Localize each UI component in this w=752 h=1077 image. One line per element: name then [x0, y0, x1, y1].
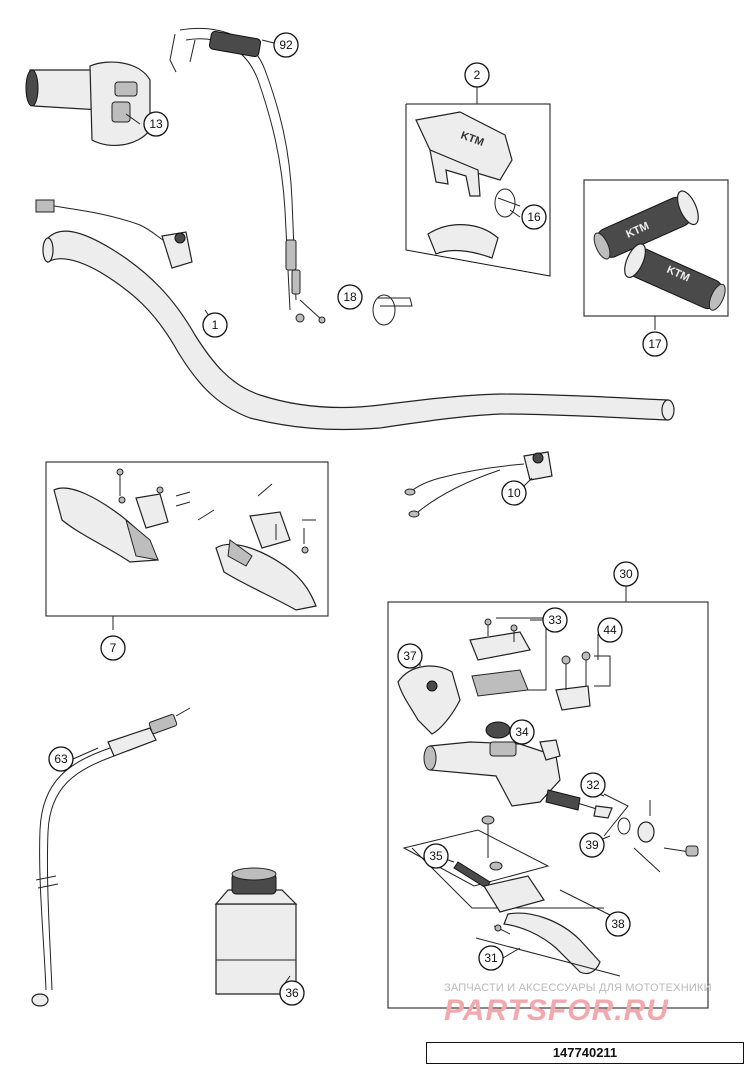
svg-text:35: 35: [429, 849, 443, 863]
watermark-tagline: ЗАПЧАСТИ И АКСЕССУАРЫ ДЛЯ МОТОТЕХНИКИ: [444, 982, 712, 994]
callout-16: 16: [521, 204, 547, 230]
svg-text:38: 38: [611, 917, 625, 931]
svg-text:44: 44: [603, 623, 617, 637]
callout-32: 32: [580, 772, 606, 798]
svg-text:39: 39: [585, 838, 599, 852]
watermark-brand: PARTSFOR.RU: [444, 994, 669, 1027]
hot-start-cable: [31, 707, 191, 1007]
throttle-cables: [169, 27, 326, 324]
callout-2: 2: [464, 62, 490, 88]
svg-text:13: 13: [149, 117, 163, 131]
svg-text:16: 16: [527, 210, 541, 224]
grips-box: KTM KTM: [583, 179, 729, 317]
svg-text:34: 34: [515, 725, 529, 739]
svg-text:37: 37: [403, 649, 417, 663]
callout-17: 17: [642, 331, 668, 357]
kill-switch-left: [35, 199, 193, 269]
callout-10: 10: [501, 480, 527, 506]
callout-63: 63: [48, 746, 74, 772]
callout-39: 39: [579, 832, 605, 858]
svg-text:7: 7: [110, 641, 117, 655]
callout-34: 34: [509, 719, 535, 745]
callout-13: 13: [143, 111, 169, 137]
svg-text:33: 33: [548, 613, 562, 627]
brake-fluid-bottle: [214, 867, 298, 995]
svg-text:63: 63: [54, 752, 68, 766]
callout-37: 37: [397, 643, 423, 669]
callout-30: 30: [613, 561, 639, 587]
svg-text:30: 30: [619, 567, 633, 581]
brake-assembly-box: [387, 586, 709, 1009]
svg-text:2: 2: [474, 68, 481, 82]
switch-assembly-box: KTM: [405, 103, 551, 277]
callout-92: 92: [273, 32, 299, 58]
callout-36: 36: [279, 980, 305, 1006]
handlebar: [42, 230, 675, 431]
svg-text:17: 17: [648, 337, 662, 351]
svg-text:18: 18: [343, 290, 357, 304]
callout-1: 1: [202, 312, 228, 338]
handguards-box: [45, 461, 329, 617]
svg-text:92: 92: [279, 38, 293, 52]
callout-33: 33: [542, 607, 568, 633]
callout-38: 38: [605, 911, 631, 937]
callout-7: 7: [100, 635, 126, 661]
svg-text:10: 10: [507, 486, 521, 500]
callout-31: 31: [478, 945, 504, 971]
cable-tie: [372, 294, 413, 326]
callout-44: 44: [597, 617, 623, 643]
svg-text:31: 31: [484, 951, 498, 965]
svg-text:1: 1: [212, 318, 219, 332]
throttle-grip: [25, 61, 151, 147]
callout-35: 35: [423, 843, 449, 869]
callout-18: 18: [337, 284, 363, 310]
svg-text:32: 32: [586, 778, 600, 792]
document-number: 147740211: [426, 1042, 744, 1064]
kill-switch-right: [404, 451, 553, 518]
svg-text:36: 36: [285, 986, 299, 1000]
